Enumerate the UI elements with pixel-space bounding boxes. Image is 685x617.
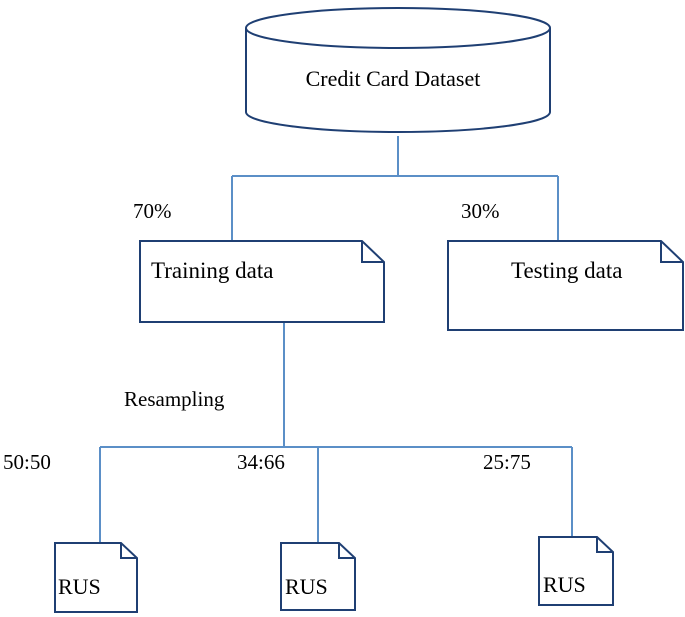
connectors bbox=[99, 136, 573, 543]
dataset-cylinder: Credit Card Dataset bbox=[245, 7, 551, 133]
ratio-label-3: 25:75 bbox=[483, 450, 531, 474]
training-data-fold bbox=[361, 241, 384, 263]
ratio-label-1: 50:50 bbox=[3, 450, 51, 474]
training-data-node: Training data bbox=[139, 240, 385, 323]
rus-label-2: RUS bbox=[285, 574, 328, 599]
testing-data-node: Testing data bbox=[447, 240, 684, 331]
testing-data-fold bbox=[660, 241, 683, 263]
rus-label-1: RUS bbox=[58, 574, 101, 599]
rus-fold-1 bbox=[120, 543, 137, 559]
testing-data-label: Testing data bbox=[511, 258, 622, 283]
training-data-label: Training data bbox=[151, 258, 273, 283]
test-percent-label: 30% bbox=[461, 199, 500, 223]
rus-node-2: RUS bbox=[280, 542, 356, 611]
ratio-label-2: 34:66 bbox=[237, 450, 285, 474]
rus-shape-1 bbox=[54, 542, 138, 613]
rus-label-3: RUS bbox=[543, 572, 586, 597]
rus-node-1: RUS bbox=[54, 542, 138, 613]
train-percent-label: 70% bbox=[133, 199, 172, 223]
cylinder-body bbox=[245, 28, 551, 133]
rus-shape-2 bbox=[280, 542, 356, 611]
rus-fold-3 bbox=[596, 537, 613, 553]
resampling-label: Resampling bbox=[124, 387, 225, 411]
dataset-label: Credit Card Dataset bbox=[306, 66, 481, 91]
rus-fold-2 bbox=[338, 543, 355, 559]
rus-shape-3 bbox=[538, 536, 614, 606]
cylinder-top bbox=[245, 7, 551, 49]
training-data-shape bbox=[139, 240, 385, 323]
rus-node-3: RUS bbox=[538, 536, 614, 606]
testing-data-shape bbox=[447, 240, 684, 331]
